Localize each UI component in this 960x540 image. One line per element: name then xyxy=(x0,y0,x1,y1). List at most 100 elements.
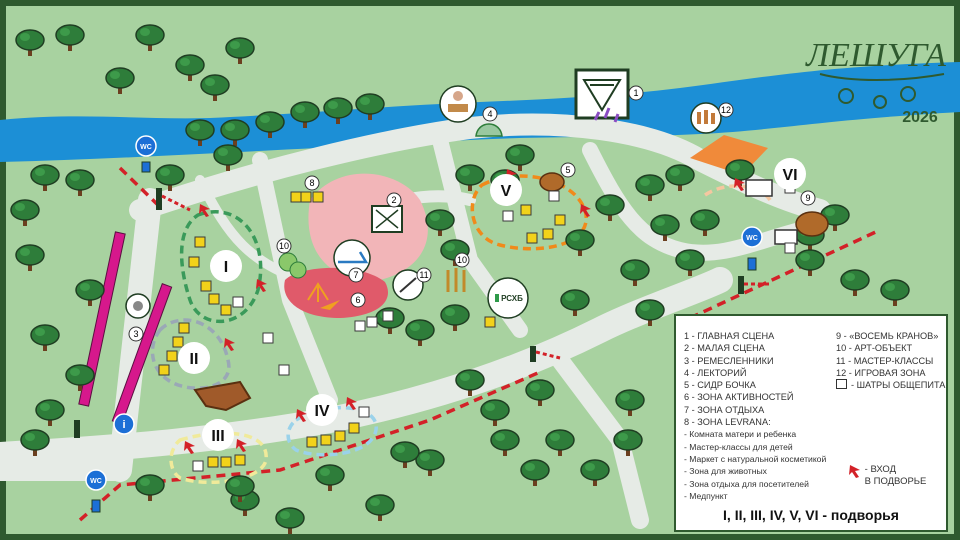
small-stage xyxy=(371,205,403,233)
legend-column-1: 1 - ГЛАВНАЯ СЦЕНА 2 - МАЛАЯ СЦЕНА 3 - РЕ… xyxy=(684,330,854,502)
zone-number-10a: 10 xyxy=(276,238,292,254)
cider-barrel xyxy=(539,172,829,237)
legend-entrance-line1: - ВХОД xyxy=(864,464,896,475)
legend-entrance-line2: В ПОДВОРЬЕ xyxy=(864,476,927,487)
map-legend: 1 - ГЛАВНАЯ СЦЕНА 2 - МАЛАЯ СЦЕНА 3 - РЕ… xyxy=(674,314,948,532)
legend-item: 1 - ГЛАВНАЯ СЦЕНА xyxy=(684,331,775,341)
legend-item: 2 - МАЛАЯ СЦЕНА xyxy=(684,343,765,354)
svg-text:IV: IV xyxy=(314,403,329,420)
legend-item: 8 - ЗОНА LEVRANA: xyxy=(684,417,771,428)
wc-pin: WC xyxy=(85,469,107,513)
art-object xyxy=(278,252,466,292)
craft-stall-row-1 xyxy=(78,231,126,407)
zone-number-4: 4 xyxy=(482,106,498,122)
svg-text:10: 10 xyxy=(457,255,467,265)
svg-text:WC: WC xyxy=(140,144,152,151)
zone-number-5: 5 xyxy=(560,162,576,178)
main-stage xyxy=(574,68,630,123)
zone-number-1: 1 xyxy=(628,85,644,101)
game-zone-icon xyxy=(690,102,722,134)
wooden-sculpture xyxy=(193,380,252,412)
legend-item: 12 - ИГРОВАЯ ЗОНА xyxy=(836,367,926,378)
fence-lines xyxy=(78,166,881,522)
legend-subitem: - Медпункт xyxy=(684,490,728,501)
wc-pin: WC xyxy=(741,226,763,271)
legend-subitem: - Зона для животных xyxy=(684,466,767,477)
master-class-icon xyxy=(392,269,424,301)
svg-text:II: II xyxy=(190,351,199,368)
legend-subitem: - Маркет с натуральной косметикой xyxy=(684,453,827,464)
courtyard-label-III: III xyxy=(202,419,234,451)
logo-year: 2026 xyxy=(902,109,938,126)
svg-text:WC: WC xyxy=(746,235,758,242)
zone-number-11: 11 xyxy=(416,267,432,283)
festival-logo: ЛЕШУГА 2026 xyxy=(805,37,946,126)
courtyard-label-IV: IV xyxy=(306,394,338,426)
activity-zone-icon xyxy=(307,282,340,310)
apple-icon xyxy=(873,95,887,109)
tent-icon xyxy=(836,379,847,390)
legend-item: 6 - ЗОНА АКТИВНОСТЕЙ xyxy=(684,392,794,403)
info-icon: i xyxy=(122,419,125,431)
legend-footer: I, II, III, IV, V, VI - подворья xyxy=(723,507,899,523)
logo-title: ЛЕШУГА xyxy=(805,37,946,74)
legend-tents-row: - ШАТРЫ ОБЩЕПИТА xyxy=(836,379,948,391)
legend-item: 5 - СИДР БОЧКА xyxy=(684,380,756,391)
info-point: i xyxy=(113,413,135,435)
zone-number-10b: 10 xyxy=(454,252,470,268)
legend-item: 9 - «ВОСЕМЬ КРАНОВ» xyxy=(836,331,939,341)
zone-number-2: 2 xyxy=(386,192,402,208)
svg-text:6: 6 xyxy=(355,295,360,305)
wc-pin: WC xyxy=(135,135,157,173)
svg-text:WC: WC xyxy=(90,478,102,485)
svg-text:4: 4 xyxy=(487,109,492,119)
legend-subitem: - Комната матери и ребенка xyxy=(684,429,797,440)
svg-text:1: 1 xyxy=(633,88,638,98)
sponsor-badge: РСХБ xyxy=(487,277,529,319)
zone-numbers: 1 2 3 4 5 6 7 8 9 10 10 11 12 xyxy=(128,85,816,342)
lecture-hall xyxy=(439,85,503,137)
gates xyxy=(74,188,770,438)
svg-text:9: 9 xyxy=(805,193,810,203)
legend-item: 11 - МАСТЕР-КЛАССЫ xyxy=(836,355,934,366)
wc-pins: WC WC WC xyxy=(85,135,763,513)
zone-number-7: 7 xyxy=(348,267,364,283)
svg-text:8: 8 xyxy=(309,178,314,188)
legend-tents-label: - ШАТРЫ ОБЩЕПИТА xyxy=(851,380,946,391)
svg-text:10: 10 xyxy=(279,241,289,251)
svg-text:3: 3 xyxy=(133,329,138,339)
svg-text:VI: VI xyxy=(782,167,797,184)
svg-text:11: 11 xyxy=(419,270,428,280)
legend-subitem: - Мастер-классы для детей xyxy=(684,441,793,452)
legend-item: 7 - ЗОНА ОТДЫХА xyxy=(684,404,765,415)
svg-text:7: 7 xyxy=(353,270,358,280)
svg-text:2: 2 xyxy=(391,195,396,205)
legend-item: 3 - РЕМЕСЛЕННИКИ xyxy=(684,355,774,366)
courtyard-label-II: II xyxy=(178,342,210,374)
legend-column-2: 9 - «ВОСЕМЬ КРАНОВ» 10 - АРТ-ОБЪЕКТ 11 -… xyxy=(836,330,948,391)
zone-number-12: 12 xyxy=(718,102,734,118)
svg-text:I: I xyxy=(224,259,228,276)
apple-icon xyxy=(838,88,854,104)
svg-text:V: V xyxy=(501,183,512,200)
svg-text:12: 12 xyxy=(721,105,731,115)
legend-entrance: - ВХОД В ПОДВОРЬЕ xyxy=(848,464,926,488)
zone-number-8: 8 xyxy=(304,175,320,191)
food-trucks xyxy=(745,179,798,245)
crafts-icon xyxy=(125,293,151,319)
apple-icon xyxy=(900,86,916,102)
svg-text:5: 5 xyxy=(565,165,570,175)
zone-number-6: 6 xyxy=(350,292,366,308)
entrance-arrow-icon xyxy=(849,465,860,478)
legend-item: 10 - АРТ-ОБЪЕКТ xyxy=(836,343,913,354)
courtyard-labels: I II III IV V VI xyxy=(178,158,806,451)
courtyard-label-VI: VI xyxy=(774,158,806,190)
zone-number-3: 3 xyxy=(128,326,144,342)
svg-text:III: III xyxy=(211,428,224,445)
legend-item: 4 - ЛЕКТОРИЙ xyxy=(684,367,747,378)
zone-number-9: 9 xyxy=(800,190,816,206)
courtyard-label-I: I xyxy=(210,250,242,282)
courtyard-label-V: V xyxy=(490,174,522,206)
sponsor-label: РСХБ xyxy=(501,294,523,303)
